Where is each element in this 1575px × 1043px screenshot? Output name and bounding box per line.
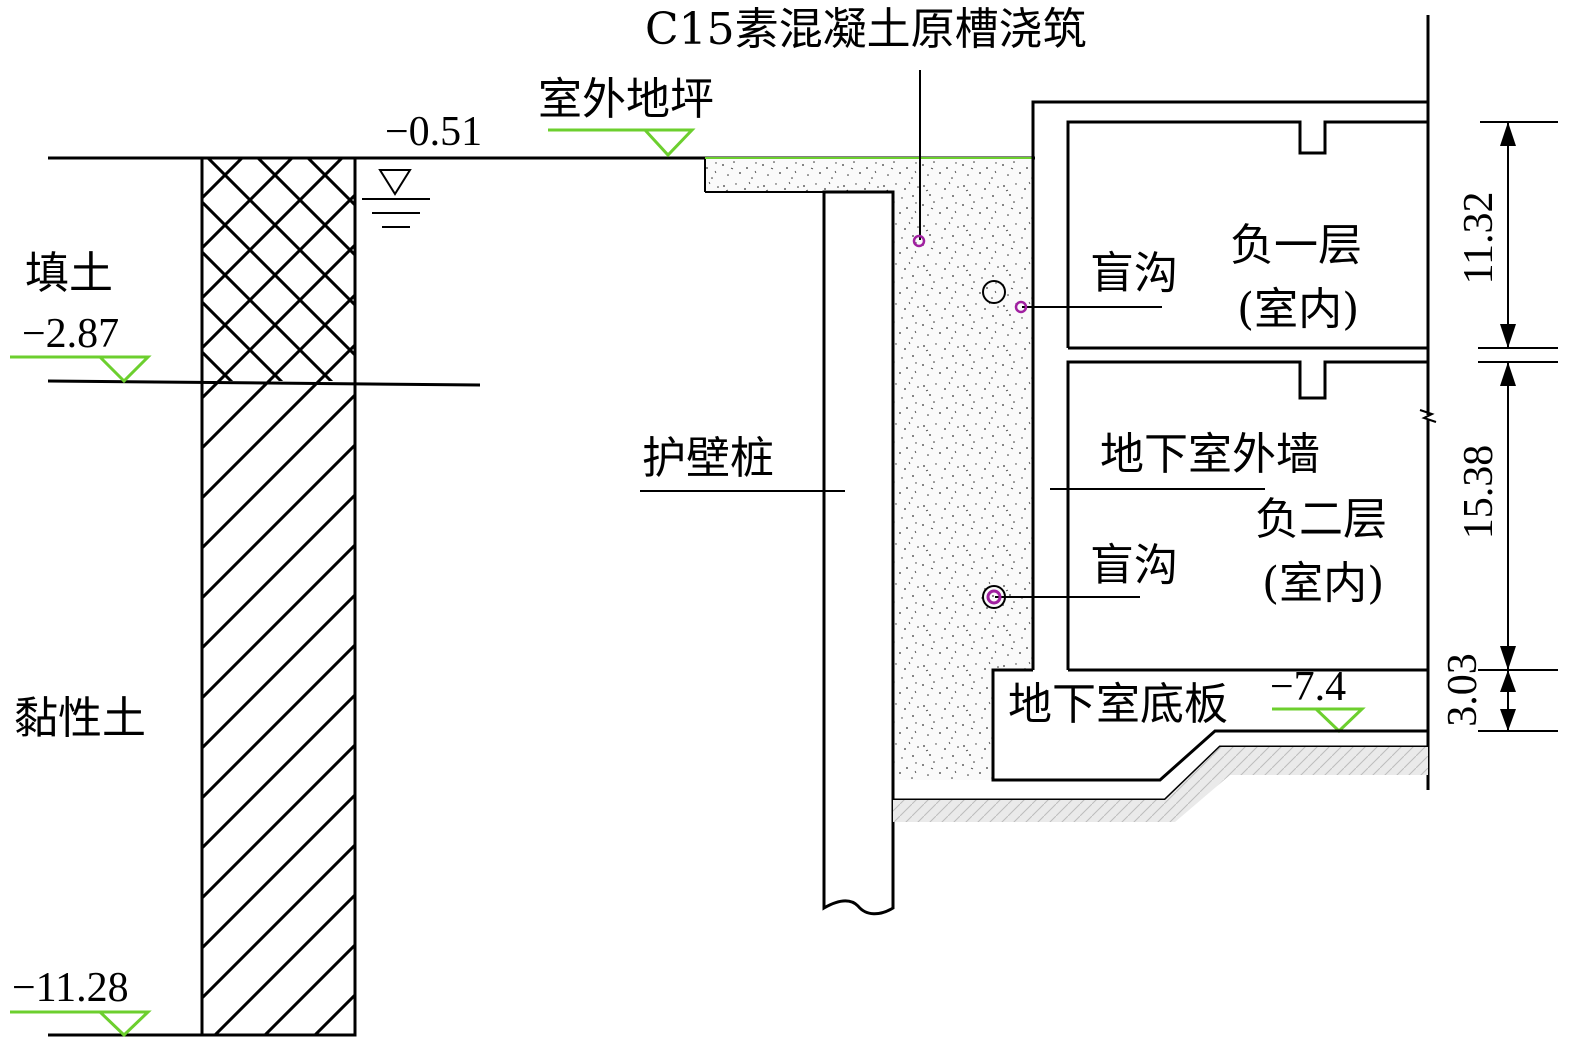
basement-wall-label: 地下室外墙 <box>1100 429 1320 480</box>
floor-b1-label-line2: (室内) <box>1237 284 1359 335</box>
clay-hatch <box>202 381 355 1035</box>
fill-soil-label: 填土 <box>25 248 113 299</box>
fill-soil-hatch <box>202 158 355 381</box>
retaining-pile-label: 护壁桩 <box>642 433 774 484</box>
basement-slab-label: 地下室底板 <box>1008 679 1228 730</box>
water-level-icon <box>362 169 430 228</box>
floor-b1-label-line1: 负一层 <box>1230 220 1362 271</box>
blind-ditch-label-2: 盲沟 <box>1090 540 1178 591</box>
dimension-b1-label: 11.32 <box>1456 192 1502 285</box>
outdoor-elevation-label: −0.51 <box>385 109 482 155</box>
elevation-marker-outdoor <box>548 128 696 158</box>
bottom-elevation-label: −11.28 <box>12 965 129 1011</box>
elevation-marker-slab <box>1272 707 1366 734</box>
top-note-label: C15素混凝土原槽浇筑 <box>645 4 1087 55</box>
fill-elevation-label: −2.87 <box>22 311 119 357</box>
slab-elevation-label: −7.4 <box>1270 664 1346 710</box>
elevation-marker-bottom <box>10 1010 152 1038</box>
fill-soil-boundary-line <box>47 379 481 387</box>
elevation-marker-fill <box>10 355 152 384</box>
dimension-slab-label: 3.03 <box>1440 653 1486 727</box>
outdoor-ground-label: 室外地坪 <box>538 74 714 125</box>
dimension-b2-label: 15.38 <box>1456 445 1502 540</box>
dimension-lines <box>1478 121 1558 732</box>
drain-point-1 <box>912 234 926 248</box>
floor-b2-label-line2: (室内) <box>1262 558 1384 609</box>
drain-point-2 <box>1014 300 1028 314</box>
foundation-soil <box>893 747 1428 822</box>
floor-b2-label-line1: 负二层 <box>1255 494 1387 545</box>
concrete-backfill <box>705 158 1033 780</box>
clay-label: 黏性土 <box>14 693 146 744</box>
drain-pipe-2-icon <box>982 585 1006 609</box>
drain-point-3 <box>986 589 1002 605</box>
drain-pipe-icon <box>982 280 1006 304</box>
retaining-pile <box>822 190 895 916</box>
blind-ditch-label-1: 盲沟 <box>1090 248 1178 299</box>
